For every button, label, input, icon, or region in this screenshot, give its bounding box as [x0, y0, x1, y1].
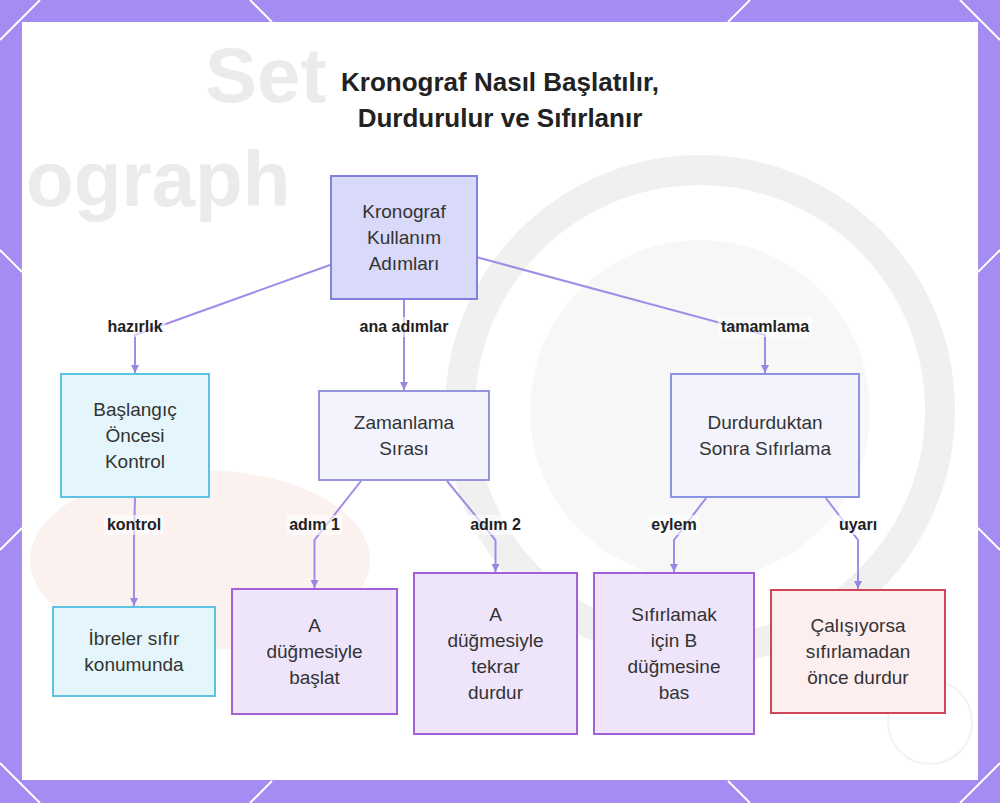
watermark-text: Set [205, 36, 326, 114]
step-box: A düğmesiyle tekrar durdur [413, 572, 578, 735]
watch-shadow [530, 240, 870, 580]
connector-line [826, 498, 858, 589]
node-text: Başlangıç Öncesi Kontrol [78, 397, 192, 475]
node-text: Zamanlama Sırası [336, 410, 472, 462]
connector-line [403, 300, 405, 390]
node-text: Kronograf Kullanım Adımları [344, 199, 464, 277]
edge-label: eylem [648, 515, 699, 535]
card-background [22, 22, 978, 780]
node-text: A düğmesiyle başlat [261, 613, 368, 691]
node-text: İbreler sıfır konumunda [66, 626, 202, 678]
node-text: Sıfırlamak için B düğmesine bas [623, 602, 725, 706]
watermark-text: ograph [26, 140, 290, 218]
connector-line [674, 498, 706, 572]
step-box: A düğmesiyle başlat [231, 588, 398, 715]
warning-box: Çalışıyorsa sıfırlamadan önce durdur [770, 589, 946, 714]
root-box: Kronograf Kullanım Adımları [330, 175, 478, 300]
category-box: Durdurduktan Sonra Sıfırlama [670, 373, 860, 498]
edge-label: adım 1 [286, 515, 343, 535]
edge-label: hazırlık [104, 317, 165, 337]
category-box: Zamanlama Sırası [318, 390, 490, 481]
step-box: İbreler sıfır konumunda [52, 606, 216, 697]
edge-label: kontrol [104, 515, 164, 535]
edge-label: ana adımlar [357, 317, 452, 337]
connector-line [478, 258, 765, 374]
step-box: Sıfırlamak için B düğmesine bas [593, 572, 755, 735]
diagram-title: Kronograf Nasıl Başlatılır, Durdurulur v… [280, 64, 720, 136]
edge-label: tamamlama [718, 317, 812, 337]
node-text: A düğmesiyle tekrar durdur [443, 602, 548, 706]
node-text: Durdurduktan Sonra Sıfırlama [692, 410, 838, 462]
edge-label: adım 2 [467, 515, 524, 535]
edge-label: uyarı [836, 515, 880, 535]
category-box: Başlangıç Öncesi Kontrol [60, 373, 210, 498]
node-text: Çalışıyorsa sıfırlamadan önce durdur [792, 613, 924, 691]
